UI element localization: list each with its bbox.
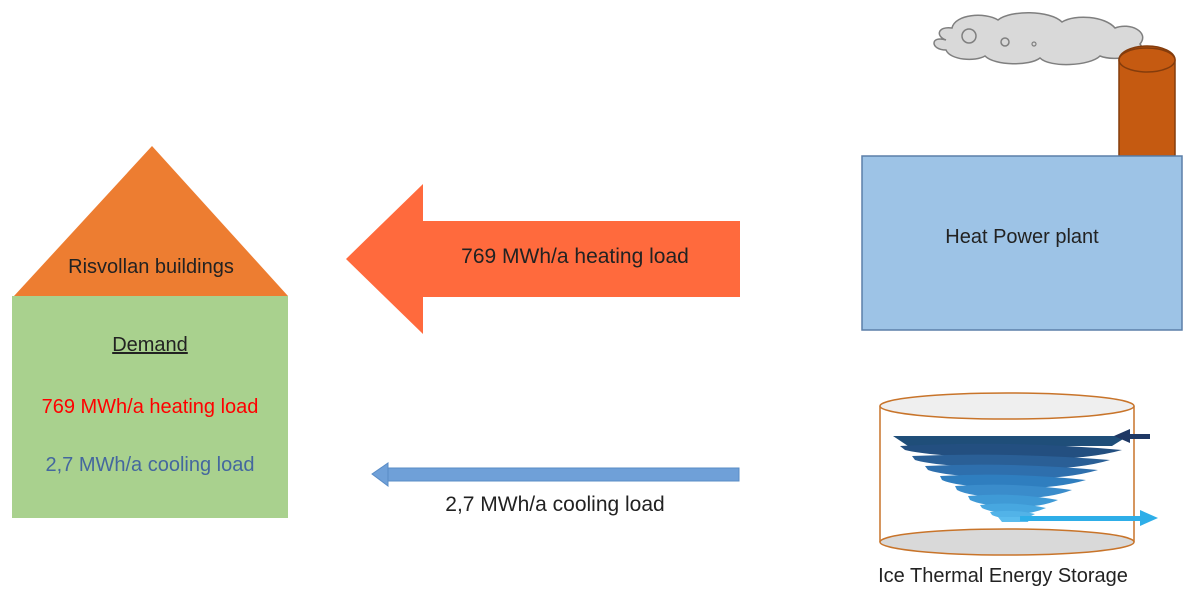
building [12,146,288,518]
inlet-arrow-icon [1114,429,1150,443]
building-name-label: Risvollan buildings [68,256,234,278]
storage-label: Ice Thermal Energy Storage [878,565,1128,587]
heat-power-plant [861,12,1183,331]
heating-flow-label: 769 MWh/a heating load [461,245,689,268]
ice-storage-tank [879,392,1158,556]
plant-building [861,155,1183,331]
building-roof [14,146,288,296]
outlet-arrow-icon [1020,510,1158,526]
demand-heading: Demand [112,334,188,356]
ice-spiral-icon [893,436,1128,522]
building-walls [12,296,288,518]
demand-heating-value: 769 MWh/a heating load [41,396,259,418]
plant-label: Heat Power plant [945,226,1099,248]
smoke-cloud-icon [933,12,1144,66]
cooling-flow-label: 2,7 MWh/a cooling load [445,493,665,516]
cooling-flow-arrow [371,462,740,487]
heating-flow-arrow [346,184,740,334]
demand-cooling-value: 2,7 MWh/a cooling load [45,454,255,476]
